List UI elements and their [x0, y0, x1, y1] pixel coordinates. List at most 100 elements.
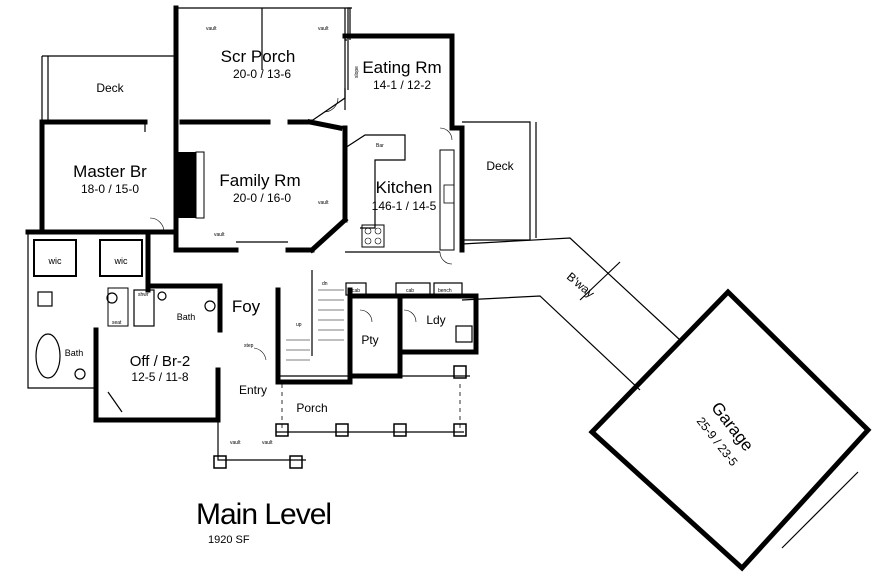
burner — [374, 227, 382, 235]
vault-label-2: vault — [318, 26, 329, 32]
burner — [374, 237, 382, 245]
vault-label-1: vault — [206, 26, 217, 32]
entry-walk — [217, 380, 306, 461]
kitchen-dims: 146-1 / 14-5 — [372, 199, 437, 213]
dn-label: dn — [322, 281, 328, 287]
fireplace — [178, 152, 196, 218]
bath-2-walls — [147, 283, 223, 333]
cab-label-2: cab — [406, 288, 414, 294]
deck-right-name: Deck — [486, 159, 514, 173]
off-br2-dims: 12-5 / 11-8 — [131, 370, 188, 384]
cab-pantry — [345, 282, 367, 296]
bench — [433, 282, 463, 296]
porch-columns — [213, 365, 467, 469]
bench-label: bench — [438, 288, 452, 294]
door-swing — [149, 217, 165, 233]
plan-title: Main Level — [196, 498, 332, 531]
bath-2-name: Bath — [177, 312, 196, 322]
kitchen-counter — [439, 149, 455, 251]
deck-left-name: Deck — [96, 81, 124, 95]
burner — [364, 227, 372, 235]
wic-1-box — [33, 239, 77, 277]
toilet — [37, 291, 53, 307]
master-br-name: Master Br — [73, 162, 147, 181]
slope-label: slope — [354, 66, 360, 78]
wic-1-name: wic — [48, 256, 62, 266]
scr-porch-name: Scr Porch — [221, 47, 296, 66]
bathtub — [35, 333, 61, 379]
up-label: up — [296, 322, 302, 328]
laundry-sink — [455, 325, 473, 343]
porch-name: Porch — [296, 401, 327, 415]
vault-label-4: vault — [214, 232, 225, 238]
sink — [443, 184, 455, 204]
stair-walls — [275, 287, 353, 385]
door-swing — [323, 97, 339, 113]
master-br-dims: 18-0 / 15-0 — [81, 182, 139, 196]
eating-rm-walls — [342, 33, 455, 131]
family-angled-bottom — [308, 216, 349, 254]
bway-upper — [461, 237, 681, 341]
kitchen-island — [344, 134, 406, 229]
cooktop — [361, 224, 385, 248]
hearth — [195, 151, 205, 219]
kitchen-name: Kitchen — [376, 178, 433, 197]
garage-walls — [588, 288, 872, 572]
ldy-name: Ldy — [426, 313, 445, 327]
burner — [364, 237, 372, 245]
kitchen-right-wall — [449, 125, 465, 253]
wic-2-box — [99, 239, 143, 277]
foy-name: Foy — [232, 297, 261, 316]
door-swing — [359, 309, 373, 323]
vault-label-3: vault — [318, 200, 329, 206]
stair-treads-2 — [286, 339, 310, 361]
off-br2-name: Off / Br-2 — [130, 353, 191, 370]
vault-label-6: vault — [262, 440, 273, 446]
shower — [107, 287, 129, 327]
laundry-walls — [397, 293, 479, 355]
family-rm-dims: 20-0 / 16-0 — [233, 191, 291, 205]
pty-name: Pty — [361, 333, 378, 347]
sink-left — [74, 368, 86, 380]
scr-porch-dims: 20-0 / 13-6 — [233, 67, 291, 81]
office-closet — [107, 391, 123, 413]
scr-porch-outer — [176, 7, 351, 40]
cab-laundry — [395, 282, 431, 296]
seat-label: seat — [112, 320, 122, 326]
step-label: step — [244, 343, 254, 349]
door-swing — [439, 127, 453, 141]
door-swing — [253, 347, 267, 361]
tub-2 — [133, 289, 155, 327]
bway-divider — [579, 261, 621, 301]
shwr-label: shwr — [138, 292, 149, 298]
sink-right — [106, 292, 118, 304]
eating-rm-name: Eating Rm — [362, 58, 441, 77]
room-labels: Scr Porch 20-0 / 13-6 Eating Rm 14-1 / 1… — [48, 47, 758, 469]
sink-2 — [204, 300, 216, 312]
stair-treads — [318, 289, 344, 341]
family-angled-wall — [309, 88, 346, 123]
family-rm-name: Family Rm — [219, 171, 300, 190]
eating-rm-dims: 14-1 / 12-2 — [373, 78, 431, 92]
master-bath-name: Bath — [65, 348, 84, 358]
wic-2-name: wic — [114, 256, 128, 266]
garage-door — [781, 471, 859, 549]
bar-label: Bar — [376, 143, 384, 149]
vault-label-5: vault — [230, 440, 241, 446]
annotations: Bar cab cab bench dn up shwr seat vault … — [112, 26, 452, 446]
toilet-2 — [157, 291, 167, 301]
cab-label-1: cab — [352, 288, 360, 294]
walls — [25, 5, 872, 572]
scr-porch-right-2 — [347, 7, 352, 90]
kitchen-corner — [307, 119, 343, 131]
bway-lower — [461, 295, 641, 391]
entry-name: Entry — [239, 383, 267, 397]
door-swing — [439, 251, 453, 265]
deck-right — [462, 121, 531, 240]
master-bath-outer — [27, 232, 96, 389]
plan-area: 1920 SF — [208, 534, 250, 546]
door-swing — [403, 309, 417, 323]
bway-name: B'way — [564, 269, 597, 300]
